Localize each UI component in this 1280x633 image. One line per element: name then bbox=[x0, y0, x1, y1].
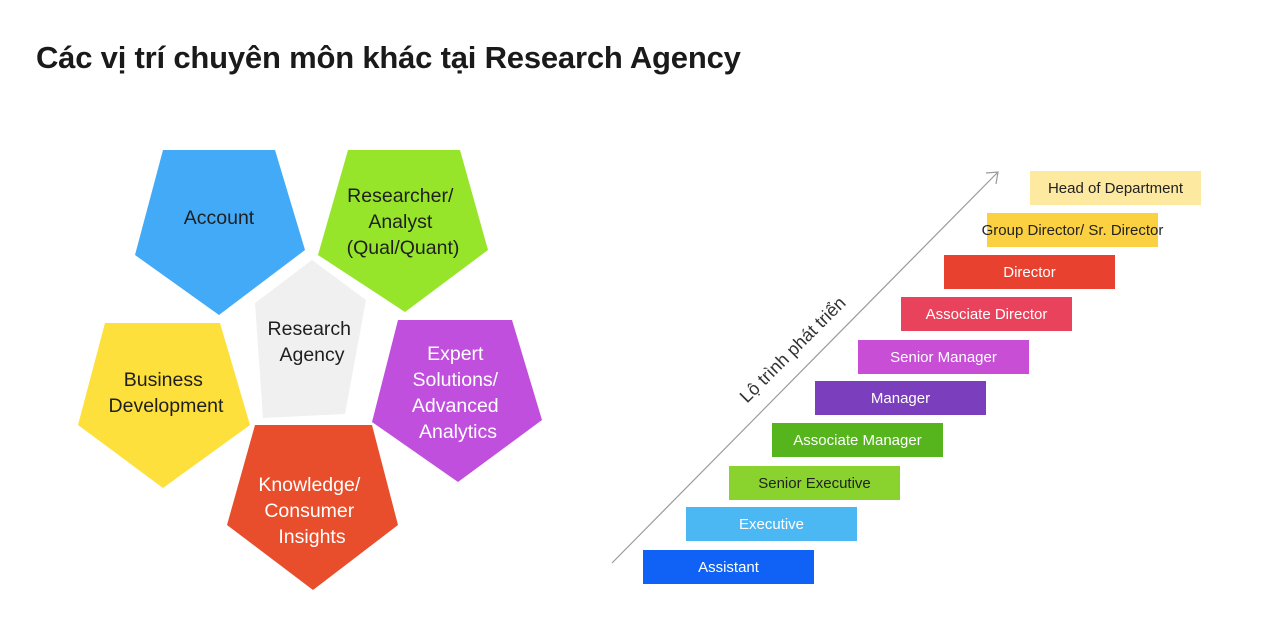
pentagon-account: Account bbox=[135, 150, 305, 315]
expert-shape bbox=[372, 320, 542, 482]
career-step-label: Group Director/ Sr. Director bbox=[981, 221, 1164, 239]
career-step-label: Senior Executive bbox=[758, 474, 871, 492]
career-step-group-director-sr-director: Group Director/ Sr. Director bbox=[982, 213, 1163, 247]
researcher-shape bbox=[318, 150, 488, 312]
career-step-head-of-department: Head of Department bbox=[1030, 171, 1201, 205]
center-shape bbox=[255, 260, 366, 418]
career-step-label: Executive bbox=[738, 515, 805, 533]
career-step-label: Director bbox=[1003, 263, 1056, 281]
center-pentagon: Research Agency bbox=[255, 260, 366, 418]
center-label: Research Agency bbox=[268, 318, 357, 366]
pentagon-knowledge: Knowledge/ Consumer Insights bbox=[227, 425, 398, 590]
career-step-senior-executive: Senior Executive bbox=[729, 466, 900, 500]
account-label: Account bbox=[184, 207, 255, 229]
career-step-label: Head of Department bbox=[1047, 179, 1184, 197]
career-step-associate-director: Associate Director bbox=[901, 297, 1072, 331]
growth-arrow bbox=[611, 171, 999, 564]
knowledge-shape bbox=[227, 425, 398, 590]
career-step-assistant: Assistant bbox=[643, 550, 814, 584]
career-step-manager: Manager bbox=[815, 381, 986, 415]
account-shape bbox=[135, 150, 305, 315]
career-step-label: Associate Director bbox=[925, 305, 1048, 323]
career-step-label: Manager bbox=[870, 389, 931, 407]
pentagon-researcher: Researcher/ Analyst (Qual/Quant) bbox=[318, 150, 488, 312]
career-step-label: Associate Manager bbox=[793, 431, 922, 449]
growth-arrow-line bbox=[611, 171, 999, 564]
expert-label: Expert Solutions/ Advanced Analytics bbox=[412, 343, 504, 443]
researcher-label: Researcher/ Analyst (Qual/Quant) bbox=[347, 185, 460, 259]
career-step-senior-manager: Senior Manager bbox=[858, 340, 1029, 374]
pentagon-expert: Expert Solutions/ Advanced Analytics bbox=[372, 320, 542, 482]
knowledge-label: Knowledge/ Consumer Insights bbox=[258, 474, 365, 548]
career-step-executive: Executive bbox=[686, 507, 857, 541]
pentagon-business: Business Development bbox=[78, 323, 250, 488]
career-step-label: Assistant bbox=[698, 558, 759, 576]
arrow-head-icon bbox=[985, 171, 999, 185]
page-title: Các vị trí chuyên môn khác tại Research … bbox=[36, 40, 741, 75]
business-shape bbox=[78, 323, 250, 488]
business-label: Business Development bbox=[109, 369, 224, 417]
career-step-director: Director bbox=[944, 255, 1115, 289]
career-step-label: Senior Manager bbox=[890, 348, 997, 366]
career-step-associate-manager: Associate Manager bbox=[772, 423, 943, 457]
